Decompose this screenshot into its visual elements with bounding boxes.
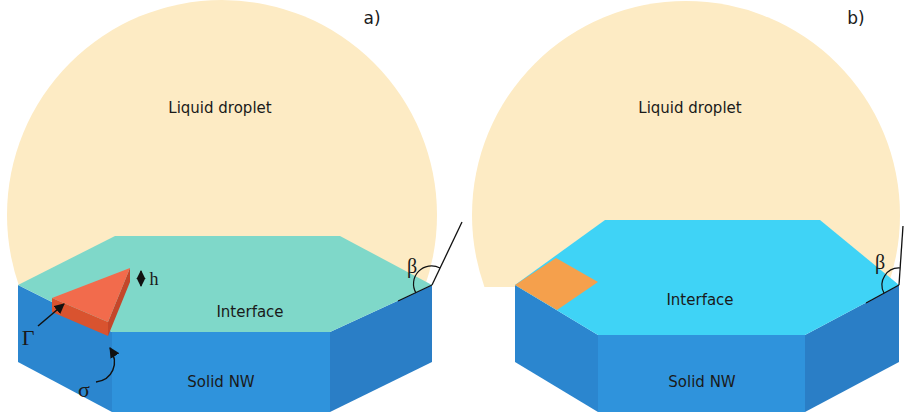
part-label: Γ [22, 325, 35, 351]
part-label: Solid NW [668, 373, 735, 391]
part-label: Liquid droplet [638, 99, 741, 117]
part-label: Liquid droplet [168, 99, 271, 117]
tangent-line [432, 222, 462, 285]
nw-front-face [112, 332, 330, 412]
part-label: h [150, 269, 159, 290]
nucleus-top [52, 268, 130, 322]
interface-face [515, 220, 899, 335]
gamma-arrow [38, 304, 64, 326]
h-arrow [140, 271, 141, 286]
part-label: Solid NW [187, 373, 254, 391]
nucleus-layer [515, 258, 598, 310]
angle-arc [414, 266, 440, 293]
part-label: Interface [666, 291, 733, 309]
droplet [472, 1, 900, 287]
part-label: β [875, 251, 885, 274]
droplet [7, 0, 437, 287]
face-line [398, 285, 432, 301]
part-label: a) [363, 8, 380, 28]
tangent-line [899, 226, 903, 285]
part-label: σ [78, 377, 90, 403]
part-label: β [407, 255, 417, 278]
part-label: Interface [216, 303, 283, 321]
part-label: b) [847, 8, 864, 28]
sigma-arrow [96, 348, 114, 382]
nw-front-face [598, 335, 805, 412]
